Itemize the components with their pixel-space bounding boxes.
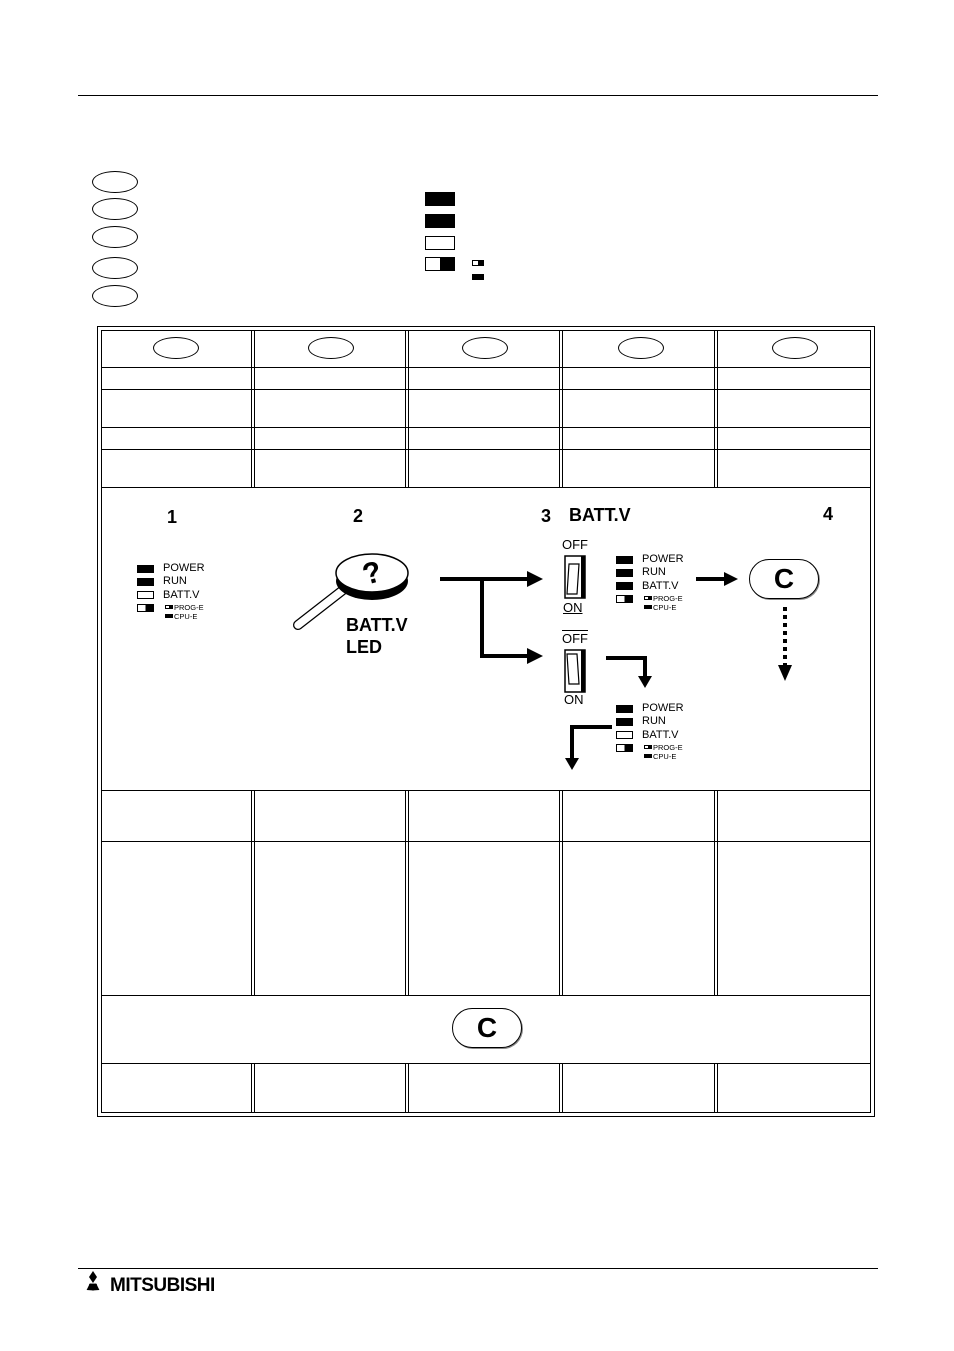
switch1-off-label: OFF xyxy=(562,537,588,552)
column-oval-5 xyxy=(772,337,818,359)
error-led xyxy=(616,744,633,752)
prog-mini-led xyxy=(165,605,173,609)
row-line xyxy=(101,1063,871,1064)
cpu-mini-led xyxy=(644,605,652,609)
brand-name: MITSUBISHI xyxy=(110,1275,215,1296)
footer-rule xyxy=(78,1268,878,1269)
col-sep xyxy=(405,790,409,995)
step-number-1: 1 xyxy=(167,507,178,527)
run-led xyxy=(616,718,633,726)
run-led-label: RUN xyxy=(642,715,666,727)
legend-led-on-1 xyxy=(425,192,455,206)
batt-led-label: BATT.V xyxy=(163,589,200,601)
error-led xyxy=(137,604,154,612)
switch1-on-label: ON xyxy=(563,600,583,615)
row-line xyxy=(101,367,871,368)
branch-arrows xyxy=(440,571,543,664)
legend-led-off xyxy=(425,236,455,250)
three-diamonds-icon xyxy=(86,1271,100,1291)
col-sep xyxy=(714,790,718,995)
legend-oval-2 xyxy=(92,198,138,220)
legend-led-flash xyxy=(425,257,455,271)
step-number-4: 4 xyxy=(823,504,834,524)
dotted-arrow-down-icon xyxy=(778,607,792,681)
table-frame-inner xyxy=(101,330,871,1113)
magnifier-icon: ? xyxy=(293,553,409,630)
power-led xyxy=(616,705,633,713)
legend-oval-5 xyxy=(92,285,138,307)
cpu-mini-led xyxy=(644,754,652,758)
batt-led xyxy=(137,591,154,599)
row-line xyxy=(101,427,871,428)
legend-mini-led-2 xyxy=(472,274,484,280)
batt-led-label: BATT.V xyxy=(642,580,679,592)
column-oval-2 xyxy=(308,337,354,359)
prog-led-label: PROG-E xyxy=(653,743,683,752)
legend-oval-4 xyxy=(92,257,138,279)
run-led-label: RUN xyxy=(163,575,187,587)
col-sep xyxy=(405,1063,409,1113)
run-led xyxy=(137,578,154,586)
row-line xyxy=(101,487,871,488)
batt-led-caption-line1: BATT.V xyxy=(346,615,408,635)
row-line xyxy=(101,389,871,390)
arrow-elbow-down-icon xyxy=(606,656,652,688)
arrow-elbow-down-left-icon xyxy=(565,725,612,770)
header-rule xyxy=(78,95,878,96)
row-line xyxy=(101,449,871,450)
prog-led-label: PROG-E xyxy=(653,594,683,603)
toggle-switch-icon xyxy=(564,555,586,599)
arrow-right-icon xyxy=(696,572,738,586)
batt-led-caption-line2: LED xyxy=(346,637,382,657)
error-led xyxy=(616,595,633,603)
power-led-label: POWER xyxy=(163,562,205,574)
table-frame xyxy=(97,326,875,1117)
c-button-step4[interactable]: C xyxy=(749,559,819,599)
switch2-on-label: ON xyxy=(564,692,584,707)
power-led xyxy=(616,556,633,564)
col-sep xyxy=(251,1063,255,1113)
cpu-led-label: CPU-E xyxy=(653,752,677,761)
legend-mini-led-1 xyxy=(472,260,484,266)
row-line xyxy=(101,790,871,791)
run-led-label: RUN xyxy=(642,566,666,578)
cpu-led-label: CPU-E xyxy=(174,612,198,621)
power-led-label: POWER xyxy=(642,553,684,565)
legend-led-on-2 xyxy=(425,214,455,228)
col-sep xyxy=(251,790,255,995)
col-sep xyxy=(251,330,255,487)
batt-led xyxy=(616,731,633,739)
column-oval-4 xyxy=(618,337,664,359)
col-sep xyxy=(559,330,563,487)
cpu-mini-led xyxy=(165,614,173,618)
step-number-3: 3 xyxy=(541,506,552,526)
col-sep xyxy=(714,1063,718,1113)
power-led-label: POWER xyxy=(642,702,684,714)
legend-oval-3 xyxy=(92,226,138,248)
batt-led-label: BATT.V xyxy=(642,729,679,741)
prog-led-label: PROG-E xyxy=(174,603,204,612)
prog-mini-led xyxy=(644,745,652,749)
col-sep xyxy=(559,1063,563,1113)
cpu-led-label: CPU-E xyxy=(653,603,677,612)
col-sep xyxy=(714,330,718,487)
column-oval-1 xyxy=(153,337,199,359)
prog-mini-led xyxy=(644,596,652,600)
row-line xyxy=(101,841,871,842)
column-oval-3 xyxy=(462,337,508,359)
row-line xyxy=(101,995,871,996)
col-sep xyxy=(405,330,409,487)
legend-oval-1 xyxy=(92,171,138,193)
batt-heading: BATT.V xyxy=(569,505,631,525)
c-button-reset[interactable]: C xyxy=(452,1008,522,1048)
power-led xyxy=(137,565,154,573)
step-number-2: 2 xyxy=(353,506,364,526)
toggle-switch-icon xyxy=(564,649,586,693)
batt-led xyxy=(616,582,633,590)
col-sep xyxy=(559,790,563,995)
run-led xyxy=(616,569,633,577)
switch2-off-label: OFF xyxy=(562,631,588,646)
